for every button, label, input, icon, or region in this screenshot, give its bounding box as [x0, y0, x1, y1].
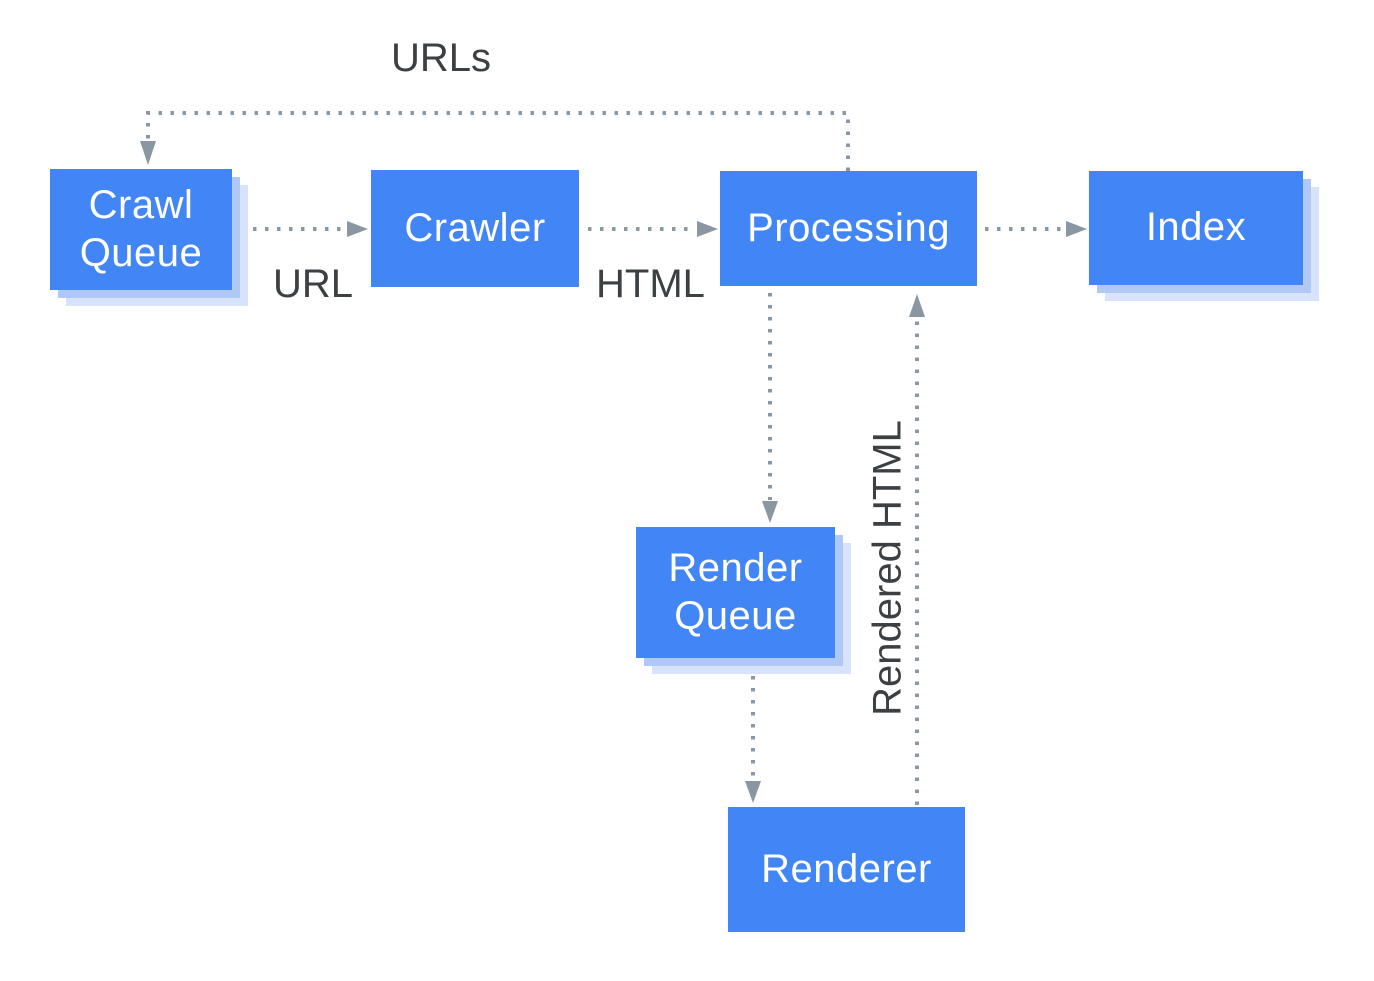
- node-processing-label: Processing: [747, 205, 950, 250]
- arrowhead-into-crawler: [347, 221, 368, 237]
- arrowhead-into-render-queue: [762, 501, 778, 523]
- edge-label-html: HTML: [596, 262, 705, 306]
- node-crawl-queue-label: Crawl Queue: [79, 183, 203, 275]
- edge-processing-to-crawl-queue: [140, 111, 850, 171]
- arrowhead-into-processing: [697, 221, 718, 237]
- edge-render-queue-to-renderer: [745, 664, 761, 803]
- edge-processing-to-render-queue: [762, 293, 778, 523]
- edge-crawl-queue-to-crawler: [253, 221, 368, 237]
- node-renderer-label: Renderer: [761, 846, 932, 891]
- arrowhead-into-renderer: [745, 781, 761, 803]
- node-processing: Processing: [720, 171, 977, 286]
- node-crawl-queue: Crawl Queue: [50, 169, 232, 290]
- edge-processing-to-index: [985, 221, 1087, 237]
- node-crawler-label: Crawler: [404, 205, 546, 250]
- node-crawler: Crawler: [371, 170, 579, 287]
- node-index-label: Index: [1145, 205, 1247, 250]
- edge-crawler-to-processing: [588, 221, 718, 237]
- node-render-queue-label: Render Queue: [668, 546, 803, 638]
- arrowhead-up-into-processing: [909, 294, 925, 317]
- node-render-queue: Render Queue: [636, 527, 835, 658]
- arrowhead-into-index: [1066, 221, 1087, 237]
- arrowhead-into-crawl-queue: [140, 141, 156, 165]
- edge-label-urls: URLs: [391, 36, 492, 80]
- edge-label-rendered-html: Rendered HTML: [865, 420, 910, 716]
- edge-label-url: URL: [273, 262, 354, 306]
- node-renderer: Renderer: [728, 807, 965, 932]
- node-index: Index: [1089, 171, 1303, 285]
- edge-renderer-to-processing: [909, 294, 925, 805]
